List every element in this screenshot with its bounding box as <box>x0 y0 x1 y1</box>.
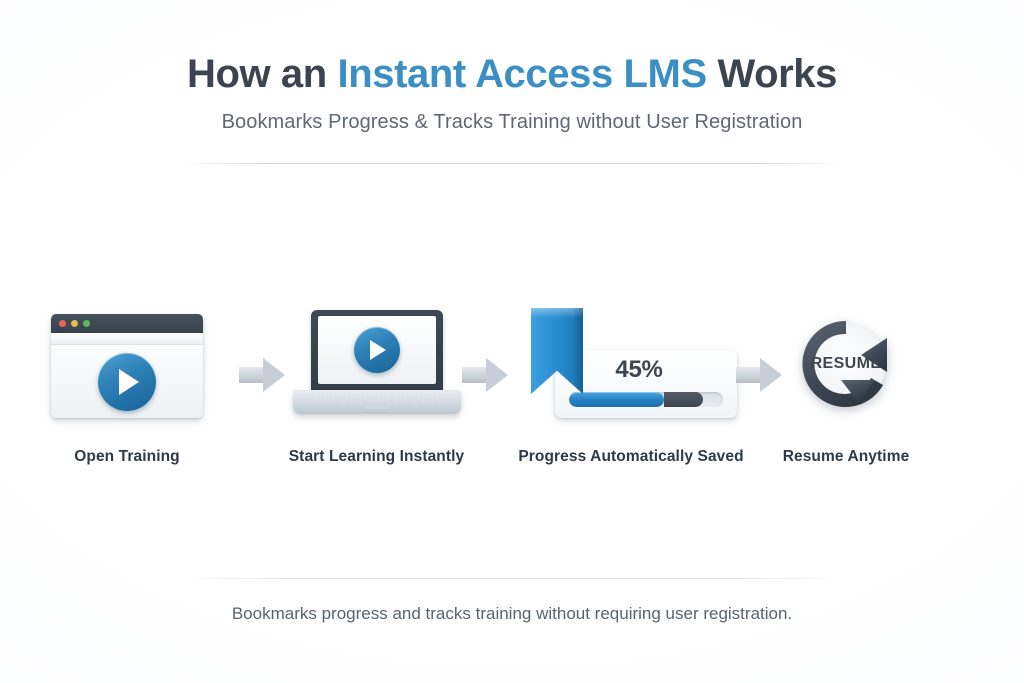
flow-step-resume-anytime: RESUME Resume Anytime <box>756 300 936 465</box>
resume-anytime-art: RESUME <box>756 300 936 425</box>
progress-bar-track <box>569 392 723 407</box>
bookmark-fold <box>574 308 583 394</box>
bookmark-gloss <box>531 308 583 318</box>
open-training-art <box>34 300 220 425</box>
footer-caption: Bookmarks progress and tracks training w… <box>231 604 793 623</box>
flow-step-progress-saved: 45% Progress Automatically Saved <box>486 300 776 465</box>
footer-divider <box>182 578 842 579</box>
circular-resume-arrow-icon: RESUME <box>791 310 901 418</box>
flow-step-label: Resume Anytime <box>782 448 910 465</box>
browser-window-play-icon <box>51 314 203 418</box>
laptop-lid <box>310 310 443 392</box>
arrow-right-icon <box>239 358 285 392</box>
arrow-right-icon <box>736 358 782 392</box>
flow-step-label: Open Training <box>74 448 180 465</box>
title-text-leading: How an <box>186 52 338 96</box>
arrow-head <box>486 358 508 392</box>
window-close-dot-icon <box>59 320 66 327</box>
laptop-trackpad <box>363 405 390 409</box>
arrow-right-icon <box>462 358 508 392</box>
browser-toolbar <box>51 333 203 345</box>
play-button-icon <box>98 353 156 411</box>
window-maximize-dot-icon <box>83 320 90 327</box>
progress-card: 45% <box>555 350 737 418</box>
page-title: How an Instant Access LMS Works <box>0 52 1024 97</box>
laptop-screen <box>317 316 436 384</box>
laptop-keyboard <box>314 392 439 403</box>
title-text-accent: Instant Access LMS <box>337 52 708 96</box>
browser-titlebar <box>51 314 203 333</box>
arrow-shaft <box>239 367 267 383</box>
laptop-base <box>292 390 461 414</box>
page-subtitle: Bookmarks Progress & Tracks Training wit… <box>221 110 803 133</box>
browser-viewport <box>51 345 203 418</box>
play-button-icon <box>353 327 400 373</box>
progress-bar-fill <box>569 392 665 407</box>
flow-step-start-learning: Start Learning Instantly <box>249 300 504 465</box>
arrow-shaft <box>462 367 490 383</box>
resume-badge-text: RESUME <box>810 355 882 372</box>
title-text-trailing: Works <box>706 52 837 96</box>
flow-step-label: Progress Automatically Saved <box>518 448 744 465</box>
arrow-head <box>263 358 285 392</box>
header-divider <box>182 163 842 164</box>
flow-step-open-training: Open Training <box>34 300 220 465</box>
header: How an Instant Access LMS Works Bookmark… <box>0 52 1024 134</box>
progress-percent-label: 45% <box>615 356 663 383</box>
flow-step-label: Start Learning Instantly <box>288 448 465 465</box>
bookmark-progress-icon: 45% <box>525 308 737 426</box>
window-minimize-dot-icon <box>71 320 78 327</box>
start-learning-art <box>249 300 504 425</box>
arrow-head <box>760 358 782 392</box>
progress-saved-art: 45% <box>486 300 776 425</box>
process-flow: Open Training <box>34 300 934 490</box>
arrow-shaft <box>736 367 764 383</box>
progress-bar-secondary <box>664 392 703 407</box>
laptop-play-icon <box>292 310 461 422</box>
